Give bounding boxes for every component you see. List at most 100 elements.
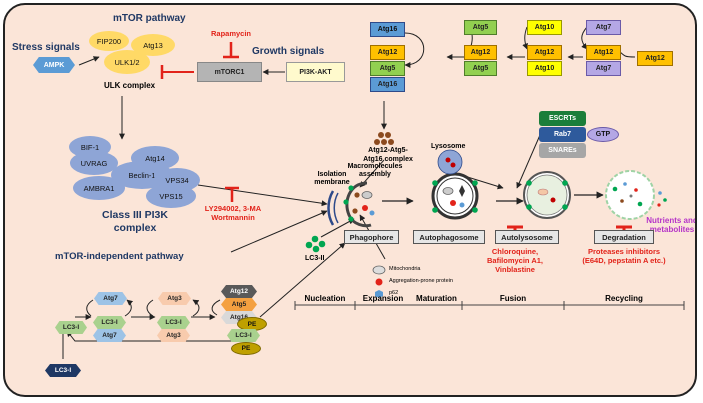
- lc3-to-lc3ii-arrow: [259, 242, 346, 318]
- degradation-fragment: [620, 199, 624, 203]
- phase-expansion: Expansion: [362, 294, 404, 303]
- autophagosome-mitochondria: [442, 187, 454, 195]
- fusion-inhibitor-line3: Vinblastine: [495, 265, 535, 274]
- atg12-box-initial: Atg12: [637, 51, 673, 66]
- atg16-box-stack: Atg16: [370, 77, 405, 92]
- released-nutrient: [657, 203, 661, 207]
- autophagosome-shape: [431, 172, 479, 220]
- stage-degradation: Degradation: [594, 230, 654, 244]
- lc3-precursor-hex: LC3-I: [45, 364, 81, 377]
- pe-node-top: PE: [237, 317, 267, 331]
- phagophore-p62: [369, 210, 375, 216]
- autophagosome-aggregate: [450, 200, 456, 206]
- mtor-pathway-title: mTOR pathway: [113, 13, 186, 24]
- diagram-frame: mTOR pathway FIP200 Atg13 ULK1/2 ULK com…: [3, 3, 697, 397]
- ly294002-label: LY294002, 3-MA: [204, 204, 262, 213]
- autophagosome-lc3-dot: [432, 180, 438, 186]
- class3-title-line2: complex: [113, 222, 157, 234]
- rab7-arrow: [516, 134, 541, 189]
- class3-to-membrane-arrow: [197, 184, 328, 207]
- atg5-box-free: Atg5: [464, 20, 497, 35]
- rapamycin-label: Rapamycin: [211, 29, 252, 38]
- lc3ii-dot: [305, 241, 313, 249]
- stage-phagophore: Phagophore: [344, 230, 399, 244]
- autolysosome-cargo: [537, 188, 549, 196]
- lc3-arc-5: [211, 299, 221, 316]
- isolation-membrane-shape: [327, 190, 335, 226]
- snares-node: SNAREs: [539, 143, 586, 158]
- lysosome-enzyme: [445, 157, 451, 163]
- autolysosome-enzyme: [550, 197, 556, 203]
- lc3ii-dot: [318, 240, 326, 248]
- phase-fusion: Fusion: [499, 294, 527, 303]
- lc3-arc-1: [86, 299, 94, 317]
- lysosome-shape: [437, 149, 463, 175]
- ulk-complex-label: ULK complex: [104, 81, 156, 90]
- autophagosome-inner-membrane: [436, 177, 474, 215]
- lysosome-label: Lysosome: [431, 143, 466, 150]
- complex-dot: [374, 139, 380, 145]
- atg3-hex-bottom: Atg3: [157, 329, 190, 342]
- lc3ii-dot: [311, 235, 319, 243]
- autolysosome-lc3-dot: [526, 180, 532, 186]
- mitochondria-icon: [372, 265, 386, 275]
- atg7-hex-top: Atg7: [94, 292, 127, 305]
- phagophore-lc3-dot: [348, 216, 354, 222]
- ampk-node: AMPK: [33, 57, 75, 73]
- complex-label-line2: Atg16 complex: [363, 156, 413, 163]
- wortmannin-label: Wortmannin: [211, 213, 255, 222]
- lc3i-hex-1: LC3-I: [55, 321, 87, 334]
- atg7-hex-bottom: Atg7: [93, 329, 126, 342]
- autolysosome-lc3-dot: [562, 180, 568, 186]
- atg12-box-pair2: Atg12: [527, 45, 562, 60]
- atg7-box-free: Atg7: [586, 20, 621, 35]
- degradation-inhibitor-line1: Proteases inhibitors: [587, 247, 661, 256]
- legend-aggregation: Aggregation-prone protein: [389, 278, 453, 284]
- released-nutrient: [658, 191, 662, 195]
- lc3-recycle-arrow: [66, 330, 237, 342]
- isolation-membrane-label-2: membrane: [314, 179, 350, 186]
- complex-dot: [381, 139, 387, 145]
- phase-recycling: Recycling: [605, 294, 643, 303]
- phagophore-lc3-dot: [348, 185, 354, 191]
- aggregation-prone-protein-icon: [375, 278, 383, 286]
- complex-dot: [385, 132, 391, 138]
- phase-maturation: Maturation: [416, 294, 457, 303]
- ulk-node: ULK1/2: [104, 50, 150, 74]
- nutrients-label-1: Nutrients and: [646, 216, 697, 225]
- autolysosome-lc3-dot: [562, 204, 568, 210]
- degradation-fragment: [612, 186, 618, 192]
- autophagosome-lc3-dot: [472, 207, 478, 213]
- lc3-arc-2: [124, 299, 134, 317]
- macromolecules-label-2: assembly: [359, 171, 391, 178]
- phagophore-shape: [345, 181, 372, 228]
- atg10-box-pair2: Atg10: [527, 61, 562, 76]
- p62-icon: [375, 290, 383, 298]
- lc3ii-dot: [312, 245, 320, 253]
- degradation-fragment: [623, 182, 627, 186]
- phagophore-lc3-dot: [343, 199, 349, 205]
- diagram-canvas: [60, 26, 685, 359]
- phagophore-aggregate: [362, 205, 368, 211]
- conj-arrow-4: [581, 26, 588, 50]
- degradation-inhibitor-line2: (E64D, pepstatin A etc.): [582, 256, 666, 265]
- atg3-hex-top: Atg3: [158, 292, 191, 305]
- rab7-node: Rab7: [539, 127, 586, 142]
- class3-title-line1: Class III PI3K: [102, 209, 168, 221]
- legend-mitochondria: Mitochondria: [389, 266, 421, 272]
- atg5-hex: Atg5: [221, 298, 257, 311]
- mtor-independent-arrow: [230, 210, 328, 253]
- lysosome-enzyme: [450, 162, 456, 168]
- growth-signals-label: Growth signals: [252, 46, 325, 57]
- phagophore-complex-dot: [352, 208, 358, 214]
- pe-node-bottom: PE: [231, 342, 261, 355]
- lc3i-hex-3: LC3-I: [157, 316, 190, 329]
- lc3i-hex-2: LC3-I: [93, 316, 126, 329]
- degradation-fragment: [629, 194, 633, 198]
- complex-dot: [388, 139, 394, 145]
- conj-arrow-1: [404, 32, 425, 68]
- complex-label-line1: Atg12-Atg5-: [368, 147, 408, 154]
- degradation-fragment: [637, 201, 643, 207]
- autolysosome-lc3-dot: [526, 204, 532, 210]
- ampk-arrow: [78, 56, 100, 66]
